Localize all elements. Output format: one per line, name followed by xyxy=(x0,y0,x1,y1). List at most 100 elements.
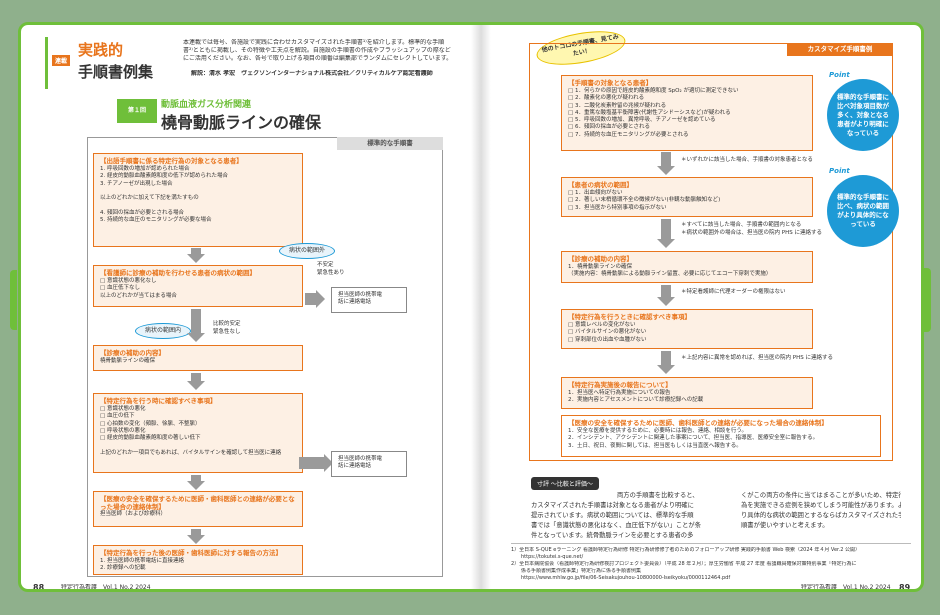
eval-line: くがこの両方の条件に当てはまることが多いため、特定行 xyxy=(741,492,901,499)
c-note: ＊いずれかに該当した場合、手順書の対象患者となる xyxy=(681,157,813,163)
eval-line: 為を実施できる症例を狭めてしまう可能性があります。よ xyxy=(741,502,901,509)
box-line: □ 血圧低下なし xyxy=(100,285,140,292)
out-note: 不安定 xyxy=(317,262,334,268)
box-line: □ 2．著しい末梢循環不全の徴候がない(非観な動脈触知など) xyxy=(568,197,721,204)
custom-label: カスタマイズ手順書例 xyxy=(787,43,893,56)
target-patients-box: 【出語手順書に係る特定行為の対象となる患者】 1. 呼吸回数の増加が認められた場… xyxy=(93,153,303,247)
box-heading: 【特定行為実施後の報告について】 xyxy=(568,381,672,389)
flow-arrow xyxy=(661,285,671,297)
c-note: ＊特定看護師に代理オーダーの権限はない xyxy=(681,289,786,295)
box-heading: 【診療の補助の内容】 xyxy=(568,255,633,263)
flow-arrow-right xyxy=(305,290,325,308)
safety-contact-box: 【医療の安全を確保するために医師・歯科医師との連絡が必要となった場合の連絡体制】… xyxy=(93,491,303,527)
box-line: 2. 経皮的動脈血酸素飽和度の低下が認められた場合 xyxy=(100,173,228,180)
box-line: □ 意識状態の悪化 xyxy=(100,406,146,412)
box-line: □ 心拍数の変化（頻脈、徐脈、不整脈） xyxy=(100,420,201,427)
eval-line: 件となっています。統骨動脈ラインを必要とする患者の多 xyxy=(531,532,694,539)
flow-arrow xyxy=(191,248,201,254)
chapter-title: 橈骨動脈ラインの確保 xyxy=(161,113,322,132)
footer-magazine-left: 特定行為看護 Vol.1 No.2 2024 xyxy=(61,584,151,591)
eval-line: 提示されています。病状の範囲については、標準的な手順 xyxy=(531,512,694,519)
box-line: 担当医師の携帯電 xyxy=(338,456,383,462)
evaluation-label: 寸評 〜比較と評価〜 xyxy=(531,477,599,490)
condition-range-box: 【看護師に診療の補助を行わせる患者の病状の範囲】 □ 意識状態の悪化なし □ 血… xyxy=(93,265,303,307)
box-heading: 【特定行為を行う時に確認すべき事項】 xyxy=(100,397,217,405)
flow-arrow xyxy=(661,219,671,239)
references: 1）全日本 S-QUE eラーニング 看護師特定行為研修 特定行為研修修了者のた… xyxy=(511,543,911,582)
box-line: 5. 持続的な血圧のモニタリングが必要な場合 xyxy=(100,217,212,224)
series-header: 連載 実践的 手順書例集 xyxy=(45,37,175,89)
flow-arrow-head xyxy=(187,481,205,490)
eval-line: カスタマイズされた手順書は対象となる患者がより明確に xyxy=(531,502,694,509)
intro-line: 本連載では毎号、各施設で実践に合わせカスタマイズされた手順書¹⁾を紹介します。標… xyxy=(183,39,445,46)
box-line: □ 3．担当医から特別事項の指示がない xyxy=(568,204,667,211)
custom-procedure-frame xyxy=(529,43,893,461)
c-target-box: 【手順書の対象となる患者】 □ 1．何らかの原因で経皮的酸素飽和度 SpO₂ が… xyxy=(561,75,813,151)
page-number-right: 89 xyxy=(899,583,911,592)
box-heading: 【診療の補助の内容】 xyxy=(100,349,165,357)
eval-line: 順書が使いやすいと考えます。 xyxy=(741,522,829,529)
box-line: □ 血圧の低下 xyxy=(100,413,135,420)
box-line: □ バイタルサインの悪化がない xyxy=(568,329,647,336)
box-line: 以上のどれかが当てはまる場合 xyxy=(100,292,177,299)
box-line xyxy=(100,202,296,209)
author-line: 解説：清水 孝宏 ヴェクソンインターナショナル株式会社／クリティカルケア認定看護… xyxy=(191,70,433,77)
box-heading: 【特定行為を行った後の医師・歯科医師に対する報告の方法】 xyxy=(100,549,282,557)
flow-arrow-head xyxy=(657,297,675,306)
box-heading: 【患者の病状の範囲】 xyxy=(568,181,633,189)
point-label-2: Point xyxy=(829,167,850,175)
box-line: 2．インシデント、アクシデントに関連した事案について、担当医、指導医、医療安全室… xyxy=(568,435,819,442)
box-line: □ 5．呼吸回数の増加、異常呼吸、チアノーゼを認めている xyxy=(568,117,716,124)
box-heading: 【医療の安全を確保するために医師、歯科医師との連絡が必要になった場合の連絡体制】 xyxy=(568,419,828,427)
box-line: □ 経皮的動脈血酸素飽和度の著しい低下 xyxy=(100,435,201,442)
in-note: 比較的安定 xyxy=(213,321,241,327)
box-line: 1．橈骨動脈ラインの確保 xyxy=(568,264,633,270)
footer-magazine-right: 特定行為看護 Vol.1 No.2 2024 xyxy=(801,584,891,591)
evaluation-col-2: くがこの両方の条件に当てはまることが多いため、特定行 為を実施できる症例を狭めて… xyxy=(741,491,901,531)
series-tag: 連載 xyxy=(52,55,71,66)
reference-line: 1）全日本 S-QUE eラーニング 看護師特定行為研修 特定行為研修修了者のた… xyxy=(511,547,860,553)
c-note: ＊上記内容に異常を認めれば、担当医の院内 PHS に連絡する xyxy=(681,355,833,361)
chapter-badge: 第１回 xyxy=(117,99,157,123)
right-side-tab xyxy=(924,268,931,332)
box-line: 4. 頻回の採血が必要とされる場合 xyxy=(100,209,184,216)
box-line: □ 穿刺部位の出血や血腫がない xyxy=(568,336,647,343)
series-title-2: 手順書例集 xyxy=(78,63,154,81)
point-label-1: Point xyxy=(829,71,850,79)
out-note: 緊急性あり xyxy=(317,270,345,276)
box-line: 1．担当医へ特定行為実施についての報告 xyxy=(568,390,671,396)
c-condition-box: 【患者の病状の範囲】 □ 1．出血傾向がない □ 2．著しい末梢循環不全の徴候が… xyxy=(561,177,813,217)
c-check-box: 【特定行為を行うときに確認すべき事項】 □ 意識レベルの変化がない □ バイタル… xyxy=(561,309,813,349)
intro-line: 書²⁾とともに掲載し、その特徴や工夫点を解説。自施設の手順書の作成やブラッシュア… xyxy=(183,47,451,54)
c-note: ＊病状の範囲外の場合は、担当医の院内 PHS に連絡する xyxy=(681,230,822,236)
flow-arrow-head xyxy=(657,166,675,175)
box-line: □ 意識状態の悪化なし xyxy=(100,278,157,284)
check-items-box: 【特定行為を行う時に確認すべき事項】 □ 意識状態の悪化 □ 血圧の低下 □ 心… xyxy=(93,393,303,473)
out-of-range-label: 病状の範囲外 xyxy=(279,243,335,259)
box-line: 3. チアノーゼが出現した場合 xyxy=(100,180,173,187)
box-line: 3．土日、祝日、夜間に関しては、担当医もしくは当直医へ報告する。 xyxy=(568,442,742,449)
box-line: 以上のどれかに加えて下記を満たすもの xyxy=(100,195,199,202)
flow-arrow-head xyxy=(187,535,205,544)
c-assist-box: 【診療の補助の内容】 1．橈骨動脈ラインの確保 （実施内容：橈骨動脈による動脈ラ… xyxy=(561,251,813,283)
box-line: □ 7．持続的な血圧モニタリングが必要とされる xyxy=(568,131,689,138)
box-line: 2. 診療録への記載 xyxy=(100,565,146,572)
doctor-contact-box-2: 担当医師の携帯電 話に連絡電話 xyxy=(331,451,407,477)
c-safety-box: 【医療の安全を確保するために医師、歯科医師との連絡が必要になった場合の連絡体制】… xyxy=(561,415,881,457)
report-method-box: 【特定行為を行った後の医師・歯科医師に対する報告の方法】 1. 担当医師の携帯電… xyxy=(93,545,303,575)
chapter-subtitle: 動脈血液ガス分析関連 xyxy=(161,100,252,110)
flow-arrow-head xyxy=(187,333,205,342)
box-line xyxy=(100,442,296,449)
box-line: □ 6．頻回の採血が必要とされる xyxy=(568,124,650,131)
point-bubble-2: 標準的な手順書に比べ、病状の範囲がより具体的になっている xyxy=(827,175,899,247)
box-line: □ 意識レベルの変化がない xyxy=(568,322,636,328)
box-line: □ 1．何らかの原因で経皮的酸素飽和度 SpO₂ が適切に測定できない xyxy=(568,88,739,94)
reference-line: https://tokutei.s-que.net/ xyxy=(511,554,584,560)
box-line: 話に連絡電話 xyxy=(338,299,372,306)
flow-arrow xyxy=(661,351,671,365)
flow-arrow-head xyxy=(657,239,675,248)
box-line: □ 3．二酸化炭素貯留の兆候が疑われる xyxy=(568,102,667,109)
in-range-label: 病状の範囲内 xyxy=(135,323,191,339)
box-heading: 【出語手順書に係る特定行為の対象となる患者】 xyxy=(100,157,243,165)
reference-line: 係る手順書例集作成事業」特定行為に係る手順書例集 xyxy=(511,568,642,574)
